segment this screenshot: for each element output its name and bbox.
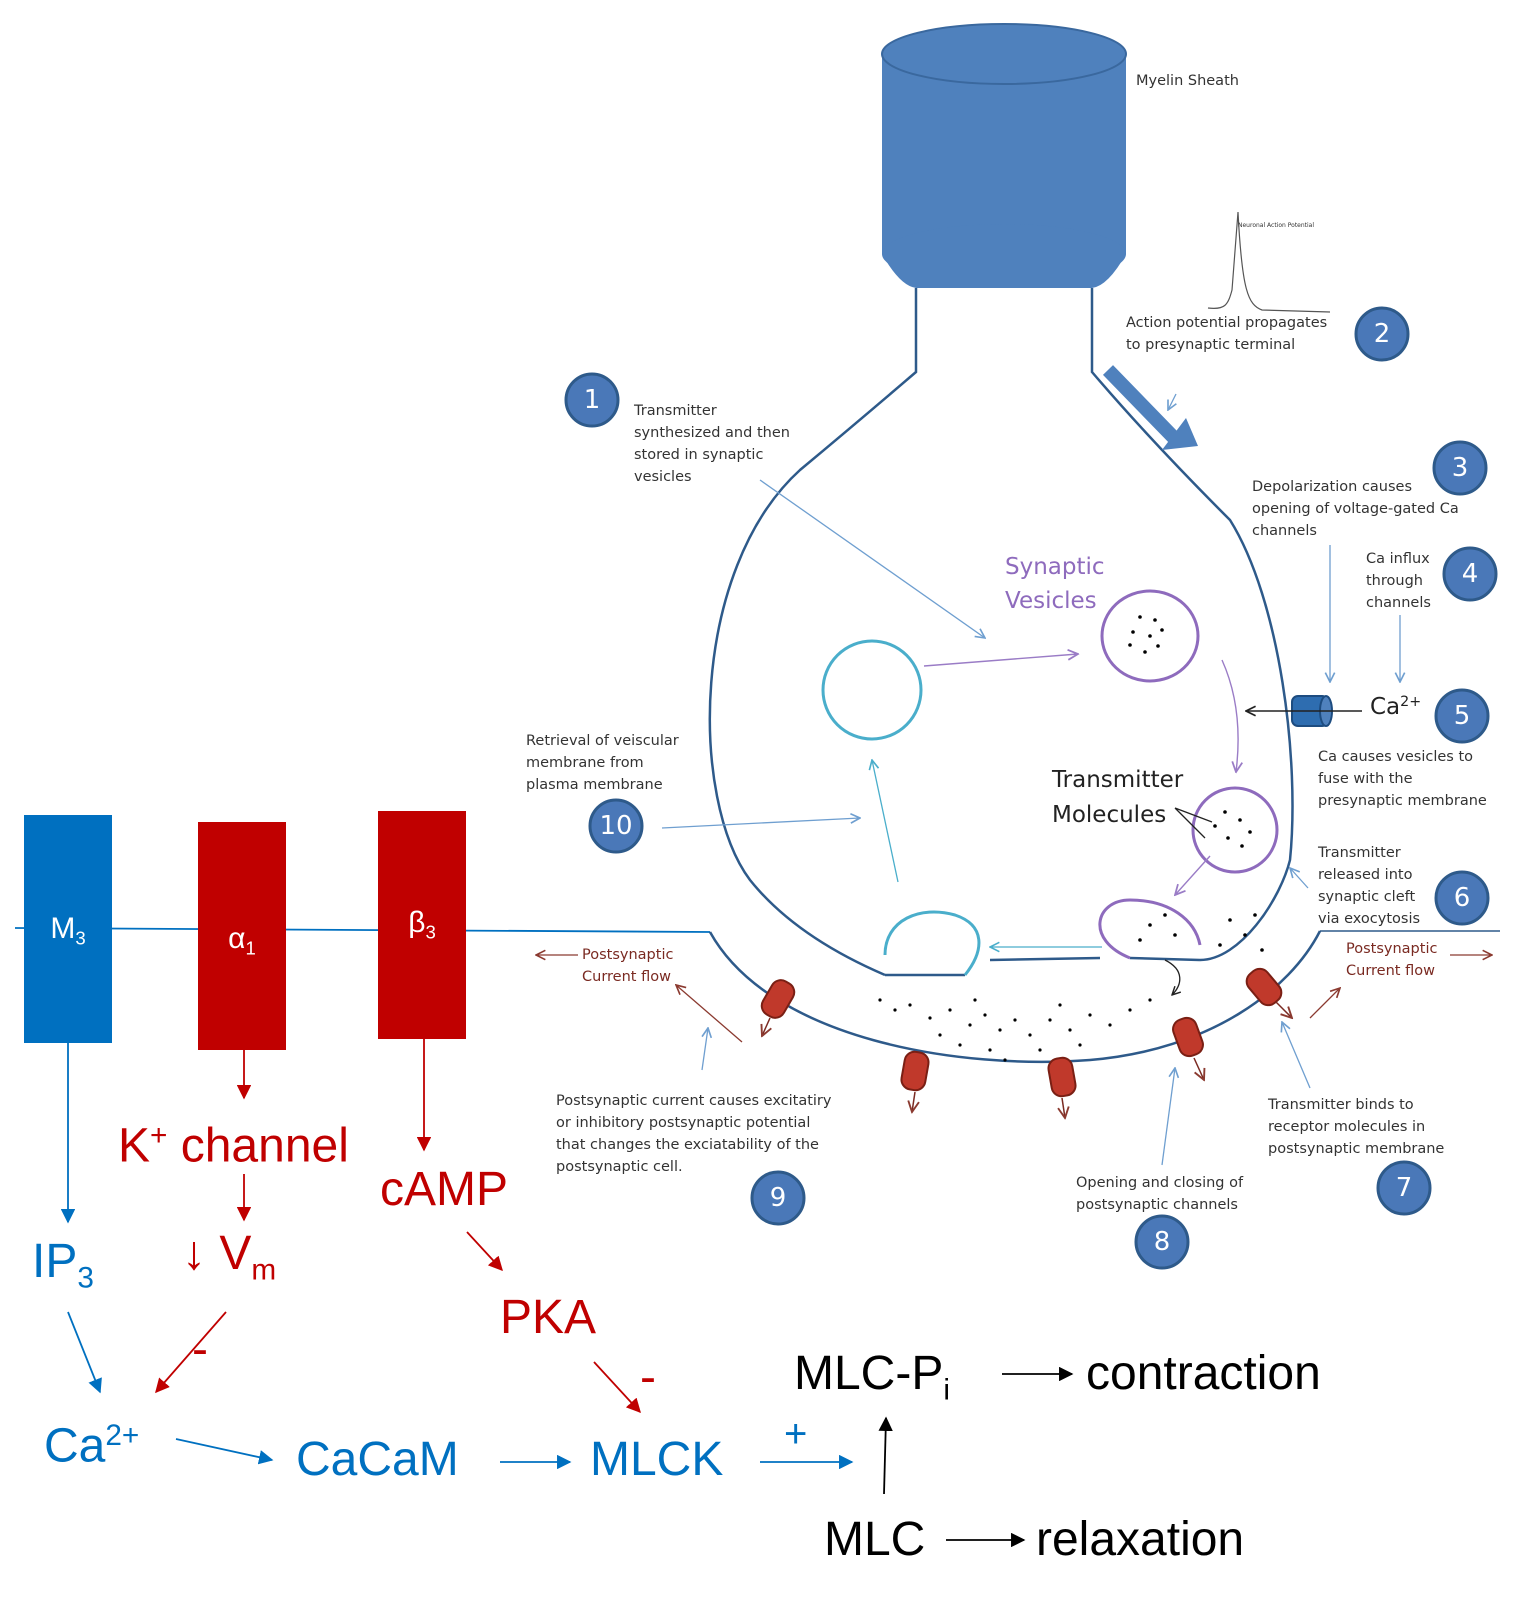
step-5-badge: 5 [1453,701,1471,731]
endocytosis-vesicle [883,910,981,976]
step-2-badge: 2 [1373,319,1391,349]
pka-inhibition-sign: - [640,1351,656,1404]
step-4-badge: 4 [1461,559,1479,589]
step-badges [564,306,1498,1270]
presynaptic-terminal-outline [708,288,1294,977]
ap-propagation-arrow [1102,365,1182,445]
ip3-label: IP3 [32,1235,94,1295]
step-1-badge: 1 [583,385,601,415]
beta3-receptor-label: β3 [408,906,436,943]
mlck-activation-sign: + [784,1412,808,1456]
action-potential-trace [1207,211,1331,313]
myelin-sheath-label: Myelin Sheath [1136,73,1239,89]
camp-label: cAMP [380,1163,509,1216]
step-3-badge: 3 [1451,453,1469,483]
exocytosis-vesicle [1098,898,1202,960]
m3-receptor-box [24,815,112,1043]
fusing-vesicle [1191,786,1279,874]
beta3-receptor-box [378,811,466,1039]
step-6-badge: 6 [1453,883,1471,913]
cell-membrane-line [14,927,711,933]
pka-label: PKA [500,1291,597,1344]
retrieved-vesicle [821,639,923,741]
mlc-pi-label: MLC-Pi [794,1347,950,1407]
calcium-label: Ca2+ [44,1419,140,1473]
myelin-sheath [881,23,1127,288]
m3-receptor-label: M3 [50,912,86,949]
ap-trace-label: Neuronal Action Potential [1238,222,1315,229]
ca-ion-label: Ca2+ [1370,694,1422,720]
step-7-badge: 7 [1395,1173,1413,1203]
alpha1-receptor-label: α1 [228,922,256,959]
vm-inhibition-sign: - [192,1323,208,1376]
k-channel-label: K+ channel [118,1119,349,1173]
step-9-badge: 9 [769,1183,787,1213]
vm-label: ↓ Vm [182,1227,277,1287]
step-10-badge: 10 [599,811,633,841]
postsynaptic-channels [760,967,1283,1098]
synaptic-vesicle [1100,589,1200,683]
relaxation-label: relaxation [1036,1513,1245,1566]
cleft-transmitter-dots [878,998,1152,1062]
mlck-label: MLCK [590,1433,724,1486]
mlc-label: MLC [824,1513,926,1566]
alpha1-receptor-box [198,822,286,1050]
cacam-label: CaCaM [296,1433,459,1486]
step-8-badge: 8 [1153,1227,1171,1257]
contraction-label: contraction [1086,1347,1321,1400]
